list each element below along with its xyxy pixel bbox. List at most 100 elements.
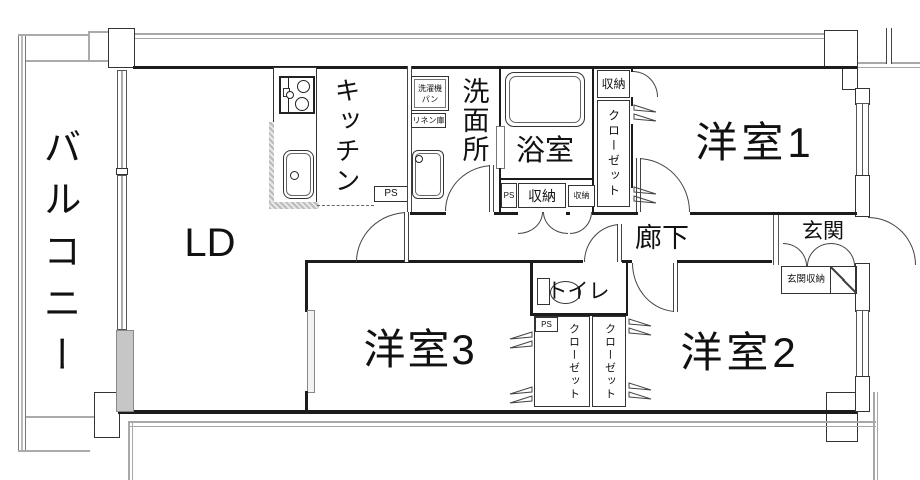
wall-room1-bottom-a	[632, 212, 638, 215]
bath-door	[496, 126, 505, 169]
wall-bath-bottom	[500, 178, 594, 180]
neighbor-wall	[886, 28, 892, 64]
wall-hall-top-a	[410, 212, 446, 215]
sink-drain	[290, 171, 299, 180]
entrance-label: 玄関	[802, 219, 844, 243]
room1-window	[856, 103, 869, 177]
washer-pan-label-1: 洗濯機	[418, 83, 442, 93]
balcony-partition-bottom	[26, 416, 118, 418]
wall-bottom	[118, 410, 857, 414]
room2-door-arc	[632, 263, 677, 312]
washroom-door-arc	[445, 165, 494, 211]
linen-box: リネン庫	[411, 113, 446, 128]
bathtub-inner	[509, 76, 581, 123]
hallway-label: 廊下	[635, 222, 689, 253]
storage-hall-small-box: 収納	[568, 185, 595, 207]
room1-label: 洋室1	[695, 118, 815, 166]
wall-right-seg3	[855, 263, 870, 312]
entrance-storage-door-arc-3	[831, 243, 855, 266]
wall-room1-left-c	[631, 124, 633, 188]
wall-hall-bottom-a	[305, 260, 530, 263]
ld-door-leaf	[404, 212, 409, 262]
wall-toilet-right	[626, 260, 628, 316]
pillar-top-left	[108, 28, 135, 68]
closet-room3-label: クローゼット	[567, 322, 580, 401]
wall-right-seg2	[855, 175, 870, 217]
wall-bath-right	[592, 66, 594, 212]
window-mullion	[116, 168, 128, 175]
ld-window-upper	[117, 70, 127, 170]
pillar-top-right-step	[842, 67, 858, 90]
folding-door-icon-room3-bottom	[509, 386, 533, 405]
entrance-storage-diagonal	[830, 266, 857, 294]
toilet-door-leaf	[617, 224, 622, 262]
closet-room1-label: クローゼット	[606, 108, 621, 199]
kitchen-counter-edge-bottom	[269, 202, 319, 209]
folding-door-icon-room3-top	[509, 331, 533, 350]
wall-washroom-left	[407, 66, 412, 212]
folding-door-icon-room1-bottom	[633, 186, 657, 205]
folding-door-icon-room1-top	[633, 104, 657, 123]
wall-room3-left-lower	[305, 391, 308, 410]
wall-right-seg4	[855, 376, 870, 412]
balcony-rail-top	[18, 34, 90, 36]
washer-pan-label-2: パン	[421, 94, 439, 104]
burner-top	[297, 80, 310, 93]
wall-toilet-bottom	[530, 313, 628, 316]
balcony-step-line-v	[88, 31, 90, 60]
ps-toilet-box: PS	[535, 317, 558, 332]
pillar-top-right	[824, 30, 858, 68]
storage-hall-box: 収納	[518, 183, 566, 208]
ps-bath-box: PS	[501, 183, 517, 208]
storage-hall-small-door-arc	[570, 212, 592, 234]
ld-label: LD	[184, 221, 236, 265]
ld-door-arc	[356, 212, 408, 262]
wall-room1-left-b	[631, 97, 633, 106]
wall-room1-bottom-b	[690, 212, 857, 215]
toilet-door-arc	[584, 224, 621, 262]
lower-band-left	[128, 421, 133, 480]
washer-pan-inner: 洗濯機 パン	[414, 79, 446, 108]
wall-hall-top-d	[592, 212, 632, 215]
balcony-label: バルコニー	[37, 127, 79, 387]
toilet-label: トイレ	[546, 280, 610, 303]
wall-hall-bottom-d	[677, 260, 772, 263]
pillar-bottom-left	[94, 392, 120, 438]
wall-bath-left-lower	[499, 168, 501, 212]
bathroom-label: 浴室	[515, 134, 574, 167]
toilet-tank	[537, 278, 550, 305]
entrance-storage-door-arc-1	[783, 243, 807, 266]
folding-door-icon-room2-top	[628, 318, 652, 337]
washbasin-faucet	[415, 155, 423, 163]
storage-room1-box: 収納	[597, 70, 630, 98]
kitchen-counter-edge-left	[269, 122, 274, 208]
pillar-bottom-right	[826, 392, 858, 442]
balcony-rail-bottom	[18, 450, 90, 452]
balcony-rail	[18, 36, 26, 452]
room3-label: 洋室3	[363, 325, 477, 373]
washroom-door-leaf	[489, 165, 494, 212]
wall-hall-bottom-b	[530, 260, 583, 263]
entrance-storage-door-arc-2	[807, 243, 831, 266]
ps-kitchen-box: PS	[374, 186, 408, 202]
wall-toilet-left	[530, 260, 533, 316]
outer-wall-top	[133, 33, 826, 39]
ld-window-lower	[117, 175, 127, 330]
wall-room1-left-a	[631, 66, 633, 72]
balcony-partition-top	[26, 60, 118, 62]
closet-room1-box	[597, 100, 630, 207]
wall-hall-top-c	[566, 212, 570, 215]
entrance-door-arc	[868, 217, 916, 265]
wall-hall-top-b	[494, 212, 518, 215]
kitchen-label: キッチン	[331, 76, 361, 197]
room2-window	[856, 310, 869, 378]
storage-hall-door-right-arc	[543, 212, 568, 234]
wall-bath-left-upper	[499, 66, 501, 127]
folding-door-icon-room2-bottom	[628, 382, 652, 401]
burner-bottom	[295, 97, 309, 111]
wall-left-lower	[116, 330, 134, 412]
closet-room2-label: クローゼット	[603, 322, 616, 401]
lower-band-right	[873, 392, 878, 480]
washroom-label: 洗面所	[458, 76, 489, 164]
